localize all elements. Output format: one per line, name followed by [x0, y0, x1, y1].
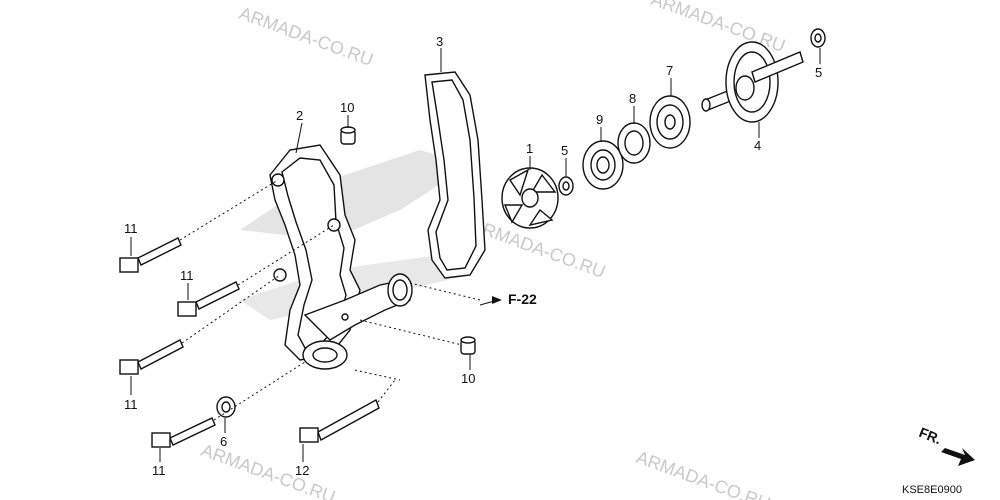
pump-cover-part: [269, 144, 413, 370]
leader-lines: [130, 48, 821, 462]
dowel-part-10a: [340, 126, 356, 145]
bolt-part-12: [299, 398, 380, 443]
diagram-code: KSE8E0900: [902, 484, 962, 496]
bolt-part-11c: [119, 339, 184, 375]
callout-7: 7: [666, 63, 673, 78]
washer-part-6: [216, 396, 236, 418]
watermark-5: ARMADA-CO.RU: [634, 447, 773, 500]
callout-9: 9: [596, 112, 603, 127]
callout-11-d: 11: [152, 463, 166, 478]
watermarks: ARMADA-CO.RU ARMADA-CO.RU ARMADA-CO.RU A…: [199, 0, 788, 500]
gasket-part: [424, 71, 486, 279]
impeller-part: [501, 167, 559, 229]
arrow-icon: [941, 448, 975, 466]
callout-11-b: 11: [180, 268, 194, 283]
dowel-part-10b: [460, 336, 476, 355]
callout-12: 12: [295, 463, 309, 478]
bolt-part-11a: [119, 237, 182, 273]
callout-11-a: 11: [124, 221, 138, 236]
seal-part-8: [617, 122, 651, 164]
callout-4: 4: [754, 138, 761, 153]
watermark-2: ARMADA-CO.RU: [649, 0, 788, 56]
bolt-part-11d: [151, 417, 216, 448]
washer-part-5b: [810, 28, 826, 48]
bolt-part-11b: [177, 281, 240, 317]
direction-label: FR.: [917, 424, 944, 447]
callout-5-lower: 5: [561, 143, 568, 158]
seal-part-9: [582, 140, 624, 190]
shaft-gear-part: [701, 41, 804, 123]
callout-labels: 2 3 10 1 5 9 8 7 4 5 10 6 11 11 11 11 12: [124, 34, 822, 478]
callout-2: 2: [296, 108, 303, 123]
callout-8: 8: [629, 91, 636, 106]
reference-label: F-22: [508, 291, 537, 307]
washer-part-5a: [558, 176, 574, 196]
callout-3: 3: [436, 34, 443, 49]
front-direction-indicator: FR.: [917, 424, 975, 466]
callout-10-top: 10: [340, 100, 354, 115]
callout-10-bottom: 10: [461, 371, 475, 386]
callout-1: 1: [526, 141, 533, 156]
watermark-1: ARMADA-CO.RU: [237, 3, 376, 70]
callout-5-upper: 5: [815, 65, 822, 80]
bearing-part-7: [649, 95, 691, 149]
callout-6: 6: [220, 434, 227, 449]
callout-11-c: 11: [124, 397, 138, 412]
